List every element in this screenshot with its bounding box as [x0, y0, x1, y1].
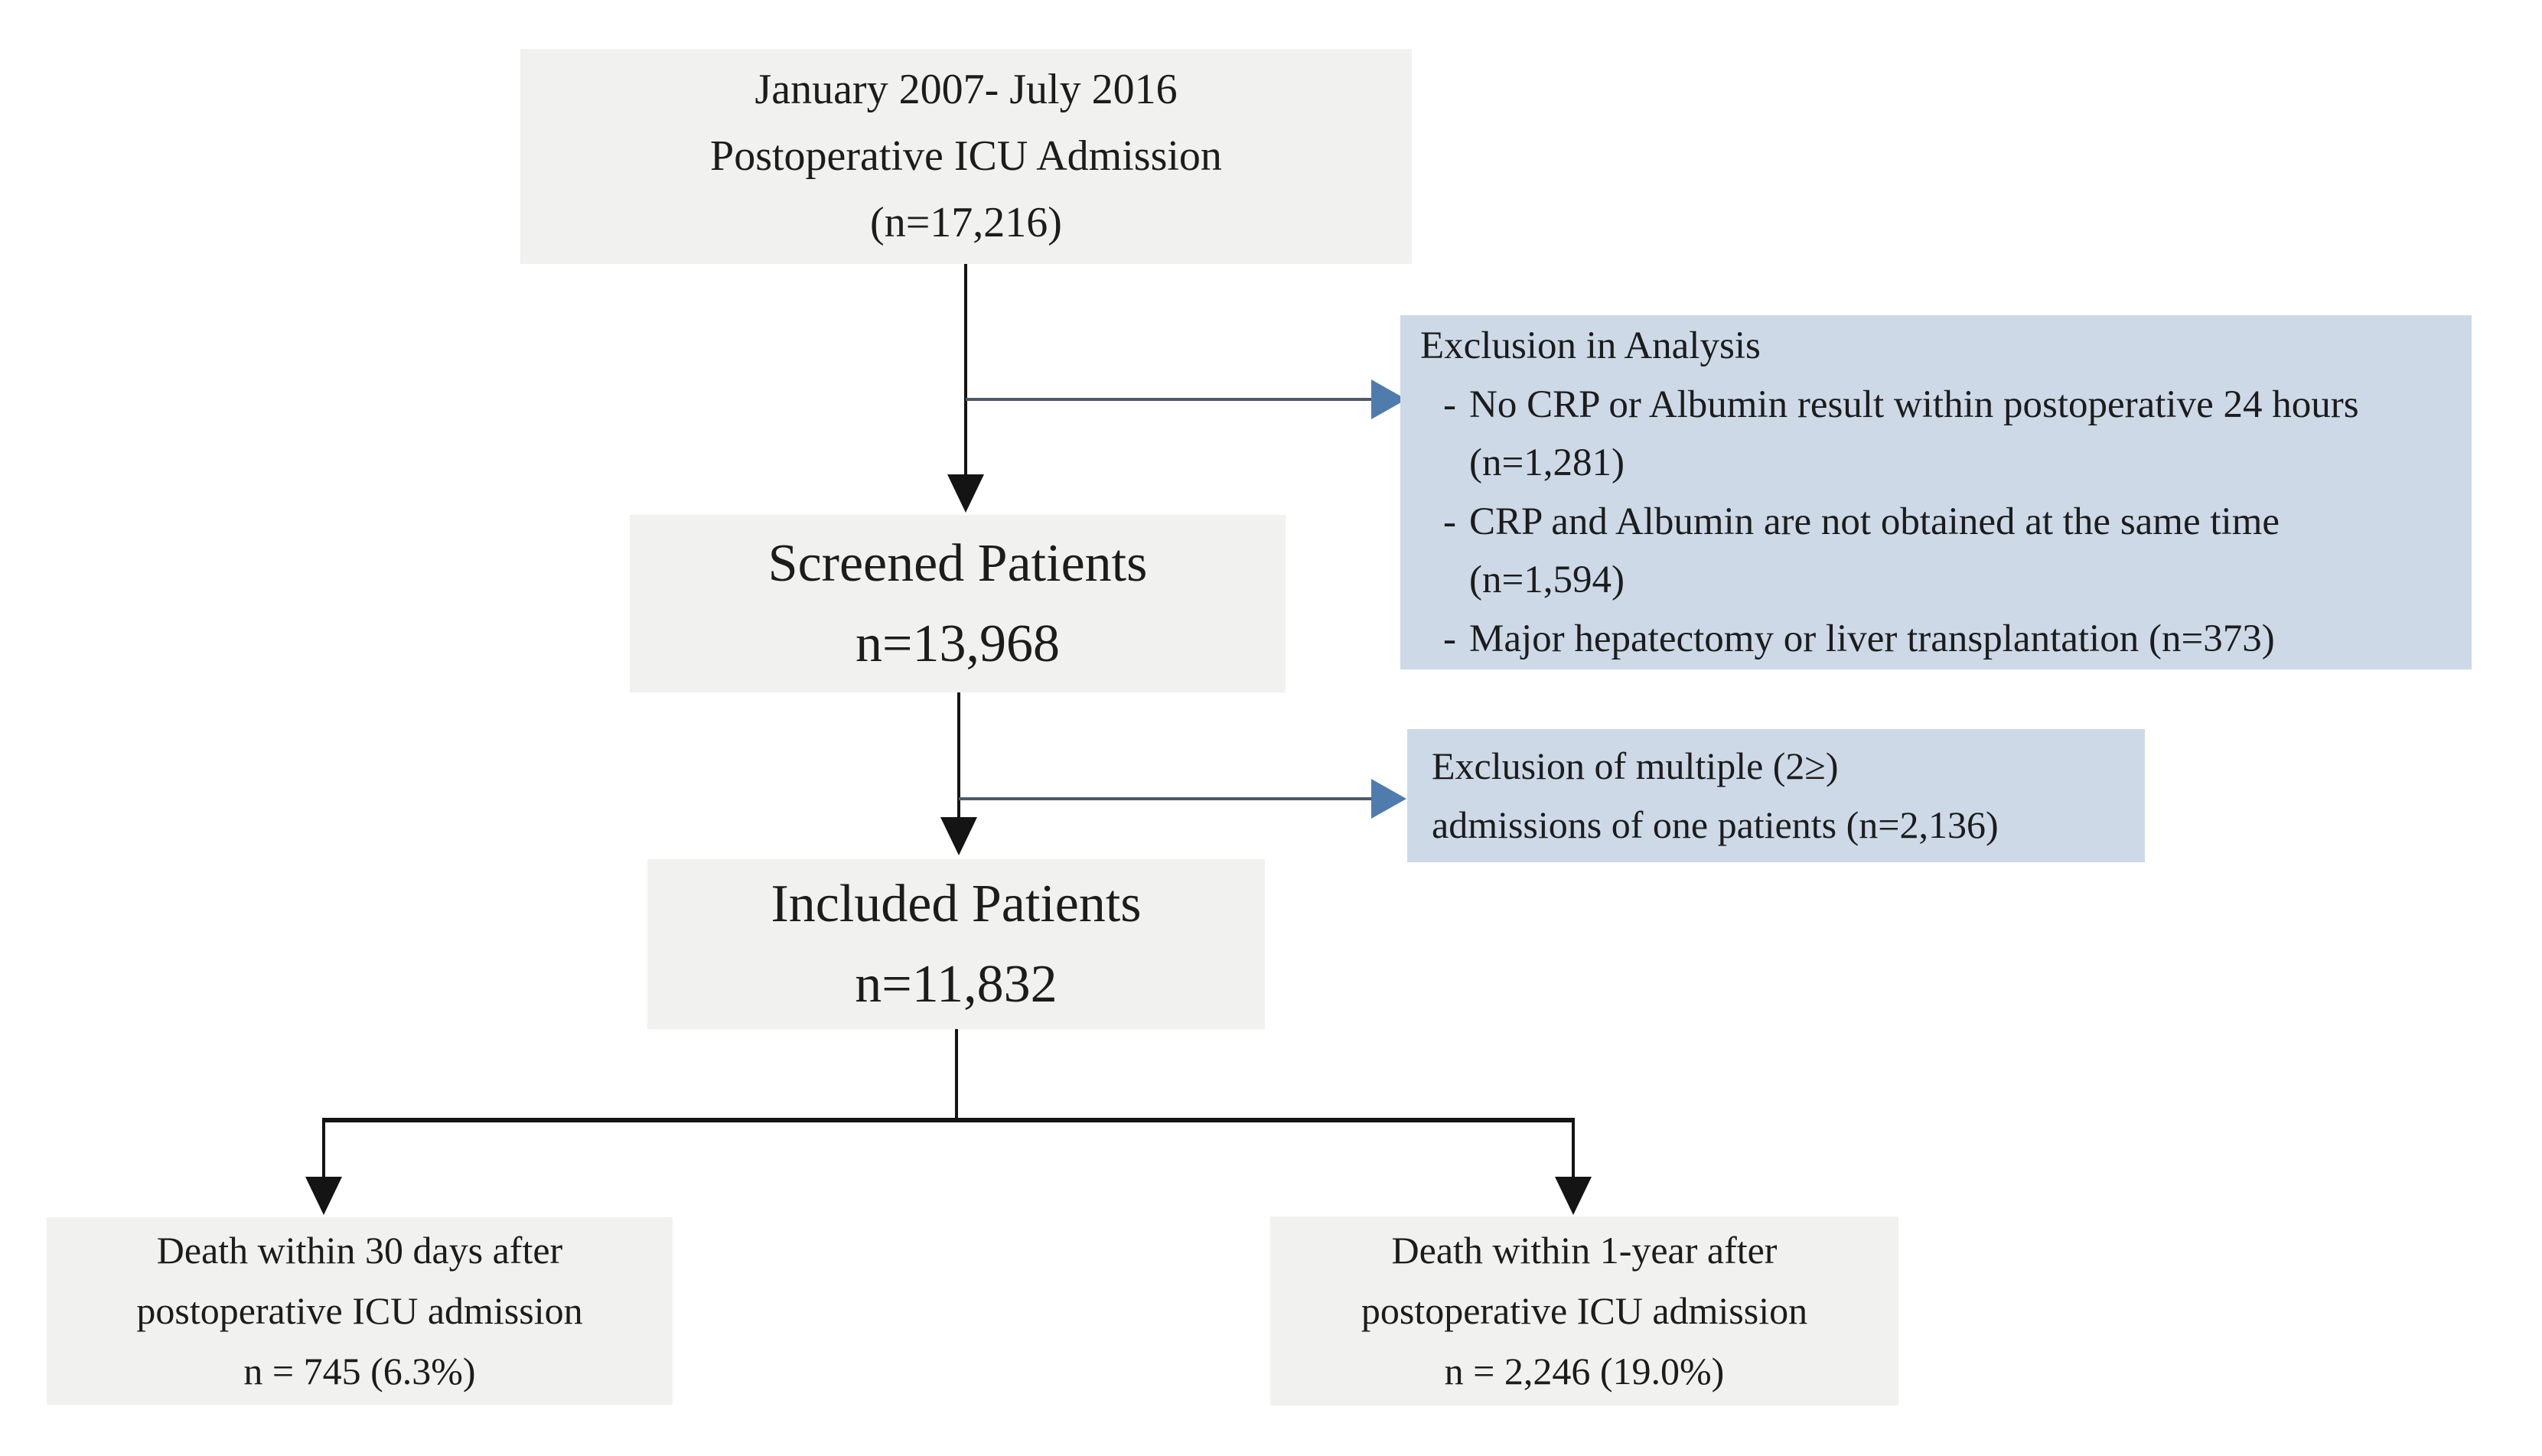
node-exclusion-multiple-admissions: Exclusion of multiple (2≥) admissions of… — [1407, 729, 2145, 862]
exclusion-analysis-item: - Major hepatectomy or liver transplanta… — [1420, 610, 2275, 669]
arrow-split-to-death30 — [305, 1120, 342, 1215]
screened-label: Screened Patients — [767, 534, 1148, 593]
node-death-1-year: Death within 1-year after postoperative … — [1270, 1217, 1898, 1406]
node-included-patients: Included Patients n=11,832 — [647, 859, 1265, 1029]
exclusion-multiple-line: admissions of one patients (n=2,136) — [1432, 803, 1999, 846]
bullet-dash: - — [1443, 617, 1456, 660]
death30-line: Death within 30 days after — [156, 1229, 563, 1272]
arrow-screened-to-included — [940, 692, 977, 855]
death1y-line: Death within 1-year after — [1391, 1229, 1778, 1272]
admission-label: Postoperative ICU Admission — [710, 132, 1222, 181]
exclusion-analysis-item-text: Major hepatectomy or liver transplantati… — [1469, 617, 2275, 660]
included-count: n=11,832 — [855, 955, 1058, 1014]
arrow-split-to-death1y — [1555, 1120, 1592, 1215]
death30-line: postoperative ICU admission — [136, 1289, 583, 1332]
node-exclusion-in-analysis: Exclusion in Analysis - No CRP or Albumi… — [1400, 315, 2472, 669]
bullet-dash: - — [1443, 383, 1456, 426]
screened-count: n=13,968 — [855, 614, 1060, 673]
included-label: Included Patients — [771, 875, 1142, 933]
exclusion-analysis-title: Exclusion in Analysis — [1420, 324, 1761, 367]
bullet-dash: - — [1443, 500, 1456, 543]
exclusion-analysis-item-text: CRP and Albumin are not obtained at the … — [1469, 500, 2280, 602]
death1y-line: postoperative ICU admission — [1361, 1289, 1808, 1332]
branch-arrow-exclusion-multiple — [959, 779, 1406, 819]
exclusion-multiple-line: Exclusion of multiple (2≥) — [1432, 744, 1839, 787]
death30-count: n = 745 (6.3%) — [243, 1350, 476, 1392]
node-postoperative-icu-admission: January 2007- July 2016 Postoperative IC… — [520, 49, 1412, 264]
admission-count: (n=17,216) — [870, 198, 1062, 246]
death1y-count: n = 2,246 (19.0%) — [1444, 1350, 1725, 1392]
node-death-30-days: Death within 30 days after postoperative… — [47, 1217, 673, 1405]
exclusion-analysis-item: - No CRP or Albumin result within postop… — [1420, 376, 2418, 493]
node-screened-patients: Screened Patients n=13,968 — [630, 515, 1286, 692]
exclusion-analysis-item: - CRP and Albumin are not obtained at th… — [1420, 493, 2418, 610]
branch-arrow-exclusion-analysis — [966, 379, 1406, 419]
connector-included-to-split — [322, 1029, 1575, 1122]
admission-period: January 2007- July 2016 — [754, 66, 1178, 114]
exclusion-analysis-item-text: No CRP or Albumin result within postoper… — [1469, 383, 2359, 485]
arrow-admission-to-screened — [947, 264, 984, 513]
